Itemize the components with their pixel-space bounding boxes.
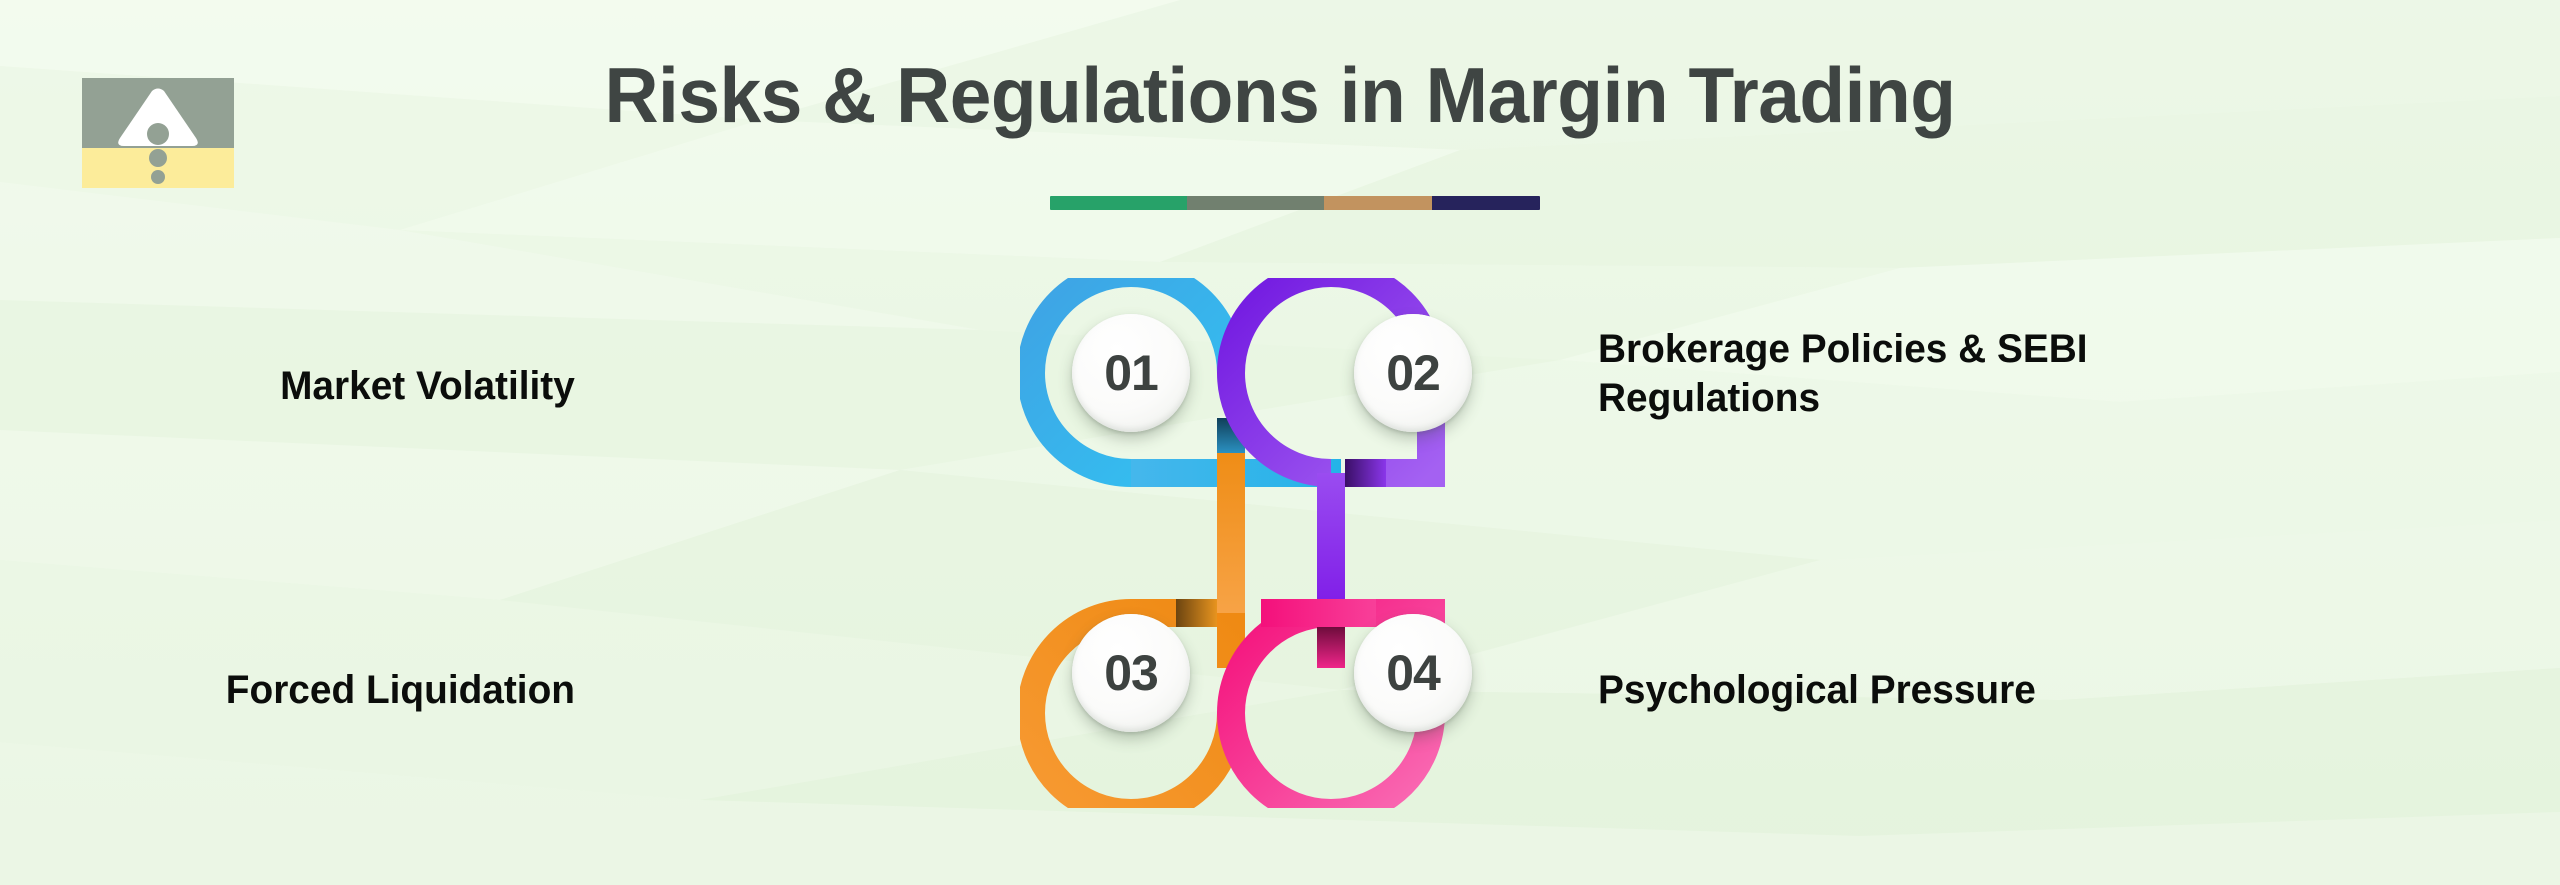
divider-segment-green xyxy=(1050,196,1188,210)
title-divider xyxy=(1050,196,1540,210)
ribbon-03 xyxy=(1020,453,1245,808)
step-label-04: Psychological Pressure xyxy=(1598,668,2036,712)
step-label-02: Brokerage Policies & SEBI Regulations xyxy=(1598,327,2088,420)
divider-segment-navy xyxy=(1432,196,1540,210)
step-number-03: 03 xyxy=(1072,614,1190,732)
pinwheel-diagram: 01 02 03 04 xyxy=(1020,278,1540,808)
warning-triangle-icon xyxy=(118,88,198,184)
step-number-02: 02 xyxy=(1354,314,1472,432)
step-label-01: Market Volatility xyxy=(280,364,575,408)
ribbon-04 xyxy=(1217,599,1445,808)
ribbon-graphics xyxy=(1020,278,1445,808)
step-number-04: 04 xyxy=(1354,614,1472,732)
divider-segment-sage xyxy=(1187,196,1325,210)
page-title: Risks & Regulations in Margin Trading xyxy=(604,51,1956,139)
divider-segment-bronze xyxy=(1324,196,1433,210)
brand-logo xyxy=(82,78,234,188)
step-label-03: Forced Liquidation xyxy=(225,668,575,712)
step-number-01: 01 xyxy=(1072,314,1190,432)
